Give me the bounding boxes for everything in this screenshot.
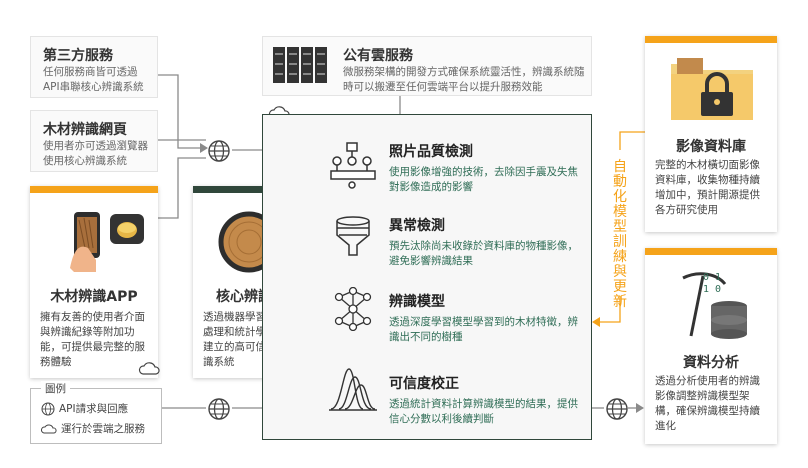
- step-model-desc: 透過深度學習模型學習到的木材特徵，辨識出不同的樹種: [389, 316, 578, 343]
- phone-app-icon: [70, 212, 144, 272]
- step-anomaly-title: 異常檢測: [389, 218, 445, 234]
- auto-update-label: 自動化模型訓練與更新: [613, 159, 627, 310]
- third-party-card: 第三方服務 任何服務商皆可透過API串聯核心辨識系統: [30, 36, 158, 98]
- globe-icon: [41, 402, 55, 415]
- app-desc: 擁有友善的使用者介面與辨識紀錄等附加功能，可提供最完整的服務體驗: [40, 311, 145, 368]
- server-rack-icon: [273, 47, 327, 83]
- quality-check-icon: [330, 142, 376, 189]
- step-quality-desc: 使用影像增強的技術，去除因手震及失焦對影像造成的影響: [389, 166, 578, 193]
- third-party-title: 第三方服務: [43, 48, 113, 64]
- data-mining-icon: [682, 272, 747, 339]
- image-db-card: 影像資料庫 完整的木材橫切面影像資料庫，收集物種持續增加中，預計開源提供各方研究…: [645, 36, 777, 232]
- legend-title: 圖例: [41, 381, 70, 396]
- step-quality-title: 照片品質檢測: [389, 144, 473, 160]
- step-quality: 照片品質檢測 使用影像增強的技術，去除因手震及失焦對影像造成的影響: [389, 141, 579, 195]
- folder-lock-icon: [671, 58, 753, 120]
- app-title: 木材辨識APP: [50, 289, 138, 305]
- cloud-icon: [138, 362, 160, 375]
- cloud-card: 公有雲服務 微服務架構的開發方式確保系統靈活性，辨識系統隨時可以搬遷至任何雲端平…: [262, 36, 592, 96]
- globe-icon: [606, 398, 628, 420]
- cloud-icon: [41, 424, 57, 433]
- legend-cloud-label: 運行於雲端之服務: [61, 423, 145, 435]
- image-db-title: 影像資料庫: [676, 139, 746, 155]
- step-anomaly: 異常檢測 預先汰除尚未收錄於資料庫的物種影像，避免影響辨識結果: [389, 215, 579, 269]
- web-desc: 使用者亦可透過瀏覽器使用核心辨識系統: [43, 140, 148, 167]
- globe-icon: [208, 398, 230, 420]
- cloud-desc: 微服務架構的開發方式確保系統靈活性，辨識系統隨時可以搬遷至任何雲端平台以提升服務…: [343, 66, 585, 93]
- third-party-desc: 任何服務商皆可透過API串聯核心辨識系統: [43, 66, 144, 93]
- web-card: 木材辨識網頁 使用者亦可透過瀏覽器使用核心辨識系統: [30, 110, 158, 172]
- cloud-title: 公有雲服務: [343, 48, 413, 64]
- pipeline-box: 照片品質檢測 使用影像增強的技術，去除因手震及失焦對影像造成的影響 異常檢測 預…: [262, 114, 592, 440]
- legend-api-row: API請求與回應: [41, 401, 128, 416]
- distribution-curve-icon: [329, 368, 377, 411]
- app-card: 木材辨識APP 擁有友善的使用者介面與辨識紀錄等附加功能，可提供最完整的服務體驗: [30, 186, 158, 378]
- step-calibration: 可信度校正 透過統計資料計算辨識模型的結果，提供信心分數以利後續判斷: [389, 373, 585, 427]
- legend: 圖例 API請求與回應 運行於雲端之服務: [30, 381, 162, 444]
- legend-api-label: API請求與回應: [59, 403, 129, 415]
- globe-icon: [208, 140, 230, 162]
- step-anomaly-desc: 預先汰除尚未收錄於資料庫的物種影像，避免影響辨識結果: [389, 240, 578, 267]
- analysis-card: 0 1 1 0 資料分析 透過分析使用者的辨識影像調整辨識模型架構，確保辨識模型…: [645, 248, 777, 444]
- web-title: 木材辨識網頁: [43, 122, 127, 138]
- funnel-icon: [336, 216, 370, 256]
- step-model-title: 辨識模型: [389, 294, 445, 310]
- legend-cloud-row: 運行於雲端之服務: [41, 421, 145, 436]
- step-calibration-desc: 透過統計資料計算辨識模型的結果，提供信心分數以利後續判斷: [389, 398, 578, 425]
- binary-digits: 0 1 1 0: [703, 272, 722, 295]
- step-model: 辨識模型 透過深度學習模型學習到的木材特徵，辨識出不同的樹種: [389, 291, 579, 345]
- analysis-desc: 透過分析使用者的辨識影像調整辨識模型架構，確保辨識模型持續進化: [655, 375, 760, 432]
- image-db-desc: 完整的木材橫切面影像資料庫，收集物種持續增加中，預計開源提供各方研究使用: [655, 159, 760, 216]
- step-calibration-title: 可信度校正: [389, 376, 459, 392]
- neural-network-icon: [334, 287, 372, 331]
- analysis-title: 資料分析: [683, 355, 739, 371]
